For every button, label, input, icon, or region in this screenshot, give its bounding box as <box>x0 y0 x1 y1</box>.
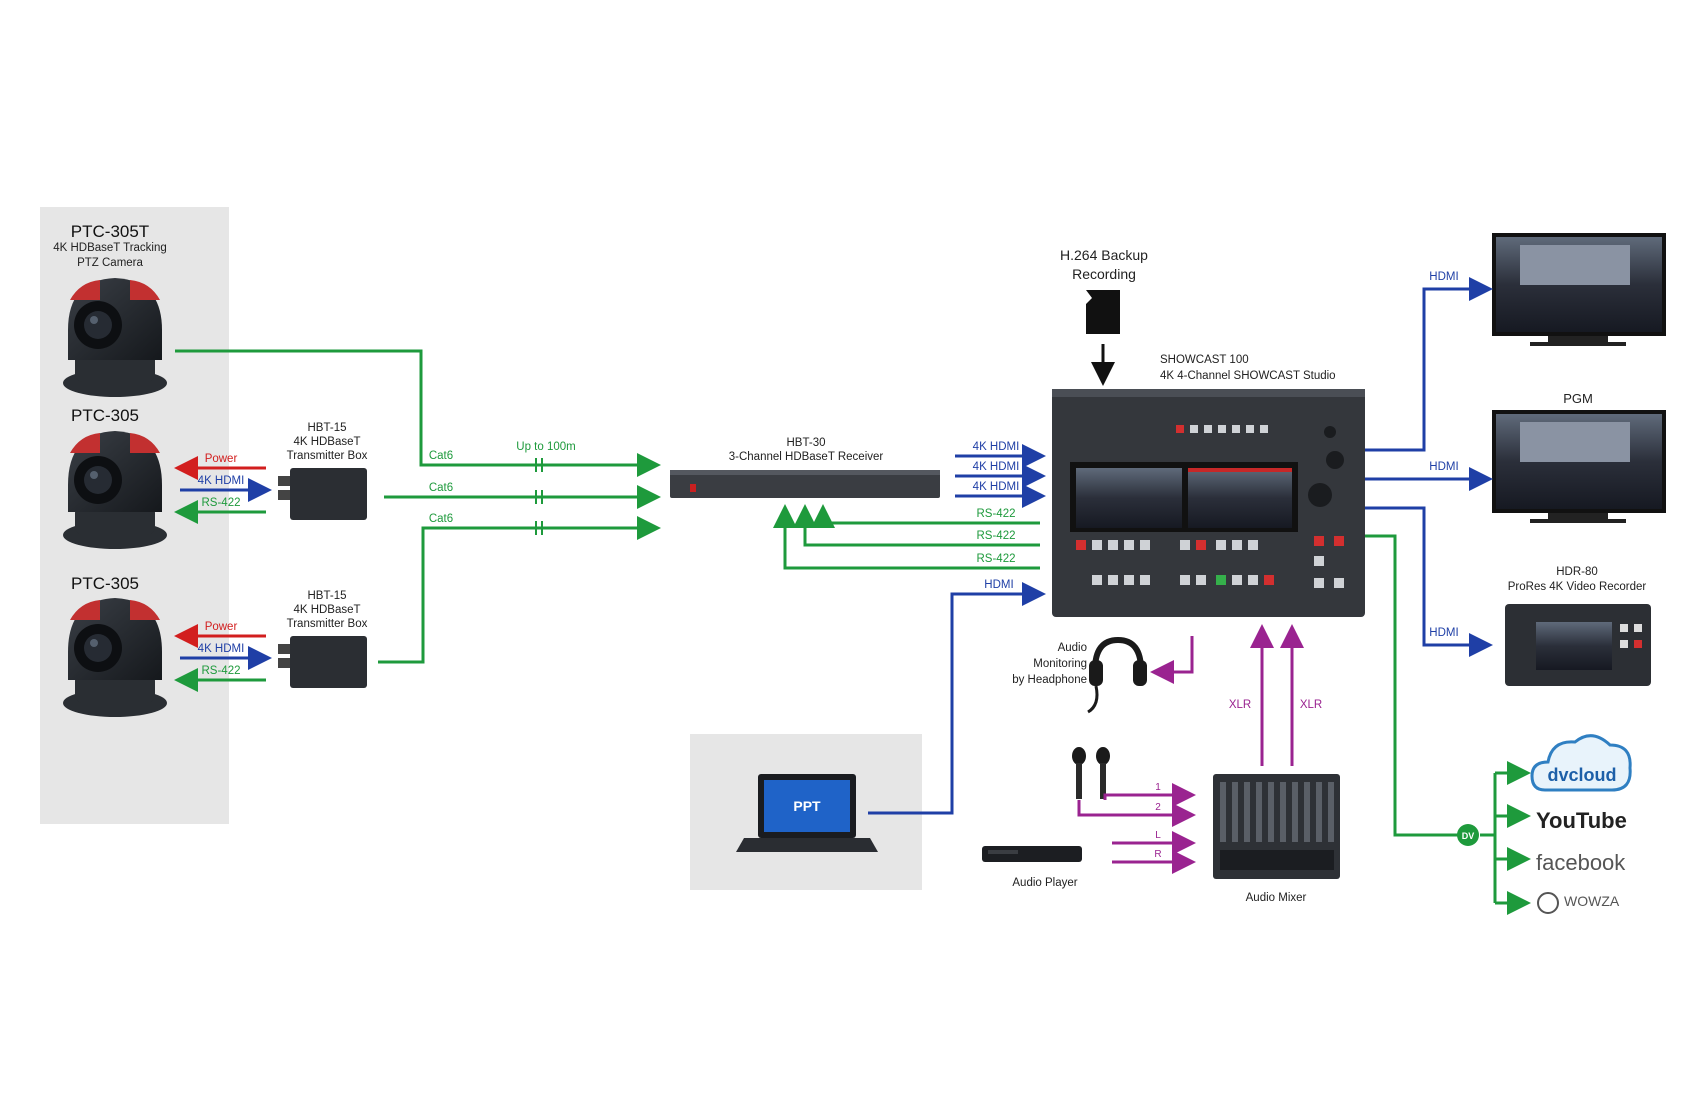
receiver-model: HBT-30 <box>787 437 826 449</box>
wowza-logo: WOWZA <box>1537 892 1620 914</box>
rs422-label: RS-422 <box>202 497 241 509</box>
transmitter-box-icon <box>290 468 367 520</box>
audio-monitor-line <box>1150 636 1194 684</box>
distance-label: Up to 100m <box>516 441 575 453</box>
cat6-line <box>175 349 661 477</box>
player-label: Audio Player <box>1012 877 1077 889</box>
ptz-camera-icon <box>63 278 167 397</box>
monitor-title: PGM <box>1563 391 1593 406</box>
backup-label: Recording <box>1072 266 1136 282</box>
recorder-model: HDR-80 <box>1556 566 1598 578</box>
camera-ptc-305-b: PTC-305 <box>63 574 167 717</box>
pc-hdmi-line <box>868 582 1046 815</box>
wowza-text: WOWZA <box>1564 893 1620 909</box>
hdmi-label: 4K HDMI <box>198 643 245 655</box>
rs422-label: RS-422 <box>977 553 1016 565</box>
camera-subtitle: 4K HDBaseT Tracking <box>53 242 167 254</box>
hdmi-label: HDMI <box>984 579 1013 591</box>
showcast-switcher-icon <box>1052 389 1365 617</box>
camera-subtitle: PTZ Camera <box>77 257 143 269</box>
hdmi-label: HDMI <box>1429 271 1458 283</box>
transmitter-label: 4K HDBaseT <box>293 604 360 616</box>
channel-label: R <box>1154 849 1161 860</box>
transmitter-hbt-15-a: HBT-15 4K HDBaseT Transmitter Box <box>278 422 368 520</box>
monitoring-label: Monitoring <box>1033 658 1087 670</box>
rs422-control-line <box>773 504 1040 570</box>
recorder-name: ProRes 4K Video Recorder <box>1508 581 1647 593</box>
cat6-label: Cat6 <box>429 513 453 525</box>
transmitter-model: HBT-15 <box>308 422 347 434</box>
microphone-icon <box>1072 747 1110 799</box>
power-label: Power <box>205 453 238 465</box>
cable-break-marks <box>535 458 543 535</box>
mic-line <box>1077 800 1196 827</box>
hdmi-label: 4K HDMI <box>973 481 1020 493</box>
hdmi-output-line <box>1365 506 1493 657</box>
transmitter-label: Transmitter Box <box>287 450 368 462</box>
receiver-hbt-30: HBT-30 3-Channel HDBaseT Receiver <box>670 437 940 498</box>
transmitter-label: Transmitter Box <box>287 618 368 630</box>
channel-label: 1 <box>1155 782 1161 793</box>
backup-label: H.264 Backup <box>1060 247 1148 263</box>
headphone-icon <box>1087 636 1147 714</box>
transmitter-model: HBT-15 <box>308 590 347 602</box>
channel-label: L <box>1155 830 1161 841</box>
laptop-screen-text: PPT <box>793 798 821 814</box>
hdmi-label: HDMI <box>1429 461 1458 473</box>
rs422-label: RS-422 <box>202 665 241 677</box>
dvcloud-text: dvcloud <box>1547 765 1616 785</box>
rs422-control-line <box>811 504 1040 528</box>
rs422-control-line <box>793 504 1040 547</box>
transmitter-hbt-15-b: HBT-15 4K HDBaseT Transmitter Box <box>278 590 368 688</box>
xlr-label: XLR <box>1229 699 1251 711</box>
camera-model: PTC-305T <box>71 222 149 241</box>
cat6-label: Cat6 <box>429 450 453 462</box>
mic-line <box>1103 783 1196 807</box>
laptop-icon: PPT <box>736 774 878 852</box>
transmitter-label: 4K HDBaseT <box>293 436 360 448</box>
monitoring-label: Audio <box>1058 642 1087 654</box>
hdmi-output-line <box>1365 277 1493 452</box>
hdmi-label: HDMI <box>1429 627 1458 639</box>
ptz-camera-icon <box>63 598 167 717</box>
camera-model: PTC-305 <box>71 574 139 593</box>
power-label: Power <box>205 621 238 633</box>
stream-hub-icon <box>1457 824 1479 846</box>
rs422-label: RS-422 <box>977 530 1016 542</box>
rs422-label: RS-422 <box>977 508 1016 520</box>
camera-ptc-305-a: PTC-305 <box>63 406 167 549</box>
streaming-line <box>1365 534 1460 837</box>
hdmi-label: 4K HDMI <box>198 475 245 487</box>
audio-mixer-icon <box>1213 774 1340 879</box>
audio-player-icon <box>982 846 1082 862</box>
switcher-model: SHOWCAST 100 <box>1160 354 1249 366</box>
facebook-logo: facebook <box>1536 850 1626 875</box>
mixer-label: Audio Mixer <box>1246 892 1307 904</box>
monitoring-label: by Headphone <box>1012 674 1087 686</box>
ptz-camera-icon <box>63 431 167 549</box>
hdmi-label: 4K HDMI <box>973 461 1020 473</box>
youtube-logo: YouTube <box>1536 808 1627 833</box>
xlr-label: XLR <box>1300 699 1322 711</box>
camera-ptc-305t: PTC-305T 4K HDBaseT Tracking PTZ Camera <box>53 222 167 397</box>
monitor-2: PGM <box>1492 391 1666 523</box>
stream-hub-label: DV <box>1462 831 1475 841</box>
transmitter-box-icon <box>290 636 367 688</box>
sd-card-icon <box>1086 290 1120 334</box>
switcher-name: 4K 4-Channel SHOWCAST Studio <box>1160 370 1336 382</box>
recorder-hdr-80: HDR-80 ProRes 4K Video Recorder <box>1505 566 1651 686</box>
channel-label: 2 <box>1155 802 1161 813</box>
monitor-1 <box>1492 233 1666 346</box>
receiver-name: 3-Channel HDBaseT Receiver <box>729 451 884 463</box>
cat6-label: Cat6 <box>429 482 453 494</box>
camera-model: PTC-305 <box>71 406 139 425</box>
rack-receiver-icon <box>670 470 940 498</box>
dvcloud-logo: dvcloud <box>1530 734 1632 792</box>
hdmi-label: 4K HDMI <box>973 441 1020 453</box>
cat6-line <box>378 516 661 664</box>
